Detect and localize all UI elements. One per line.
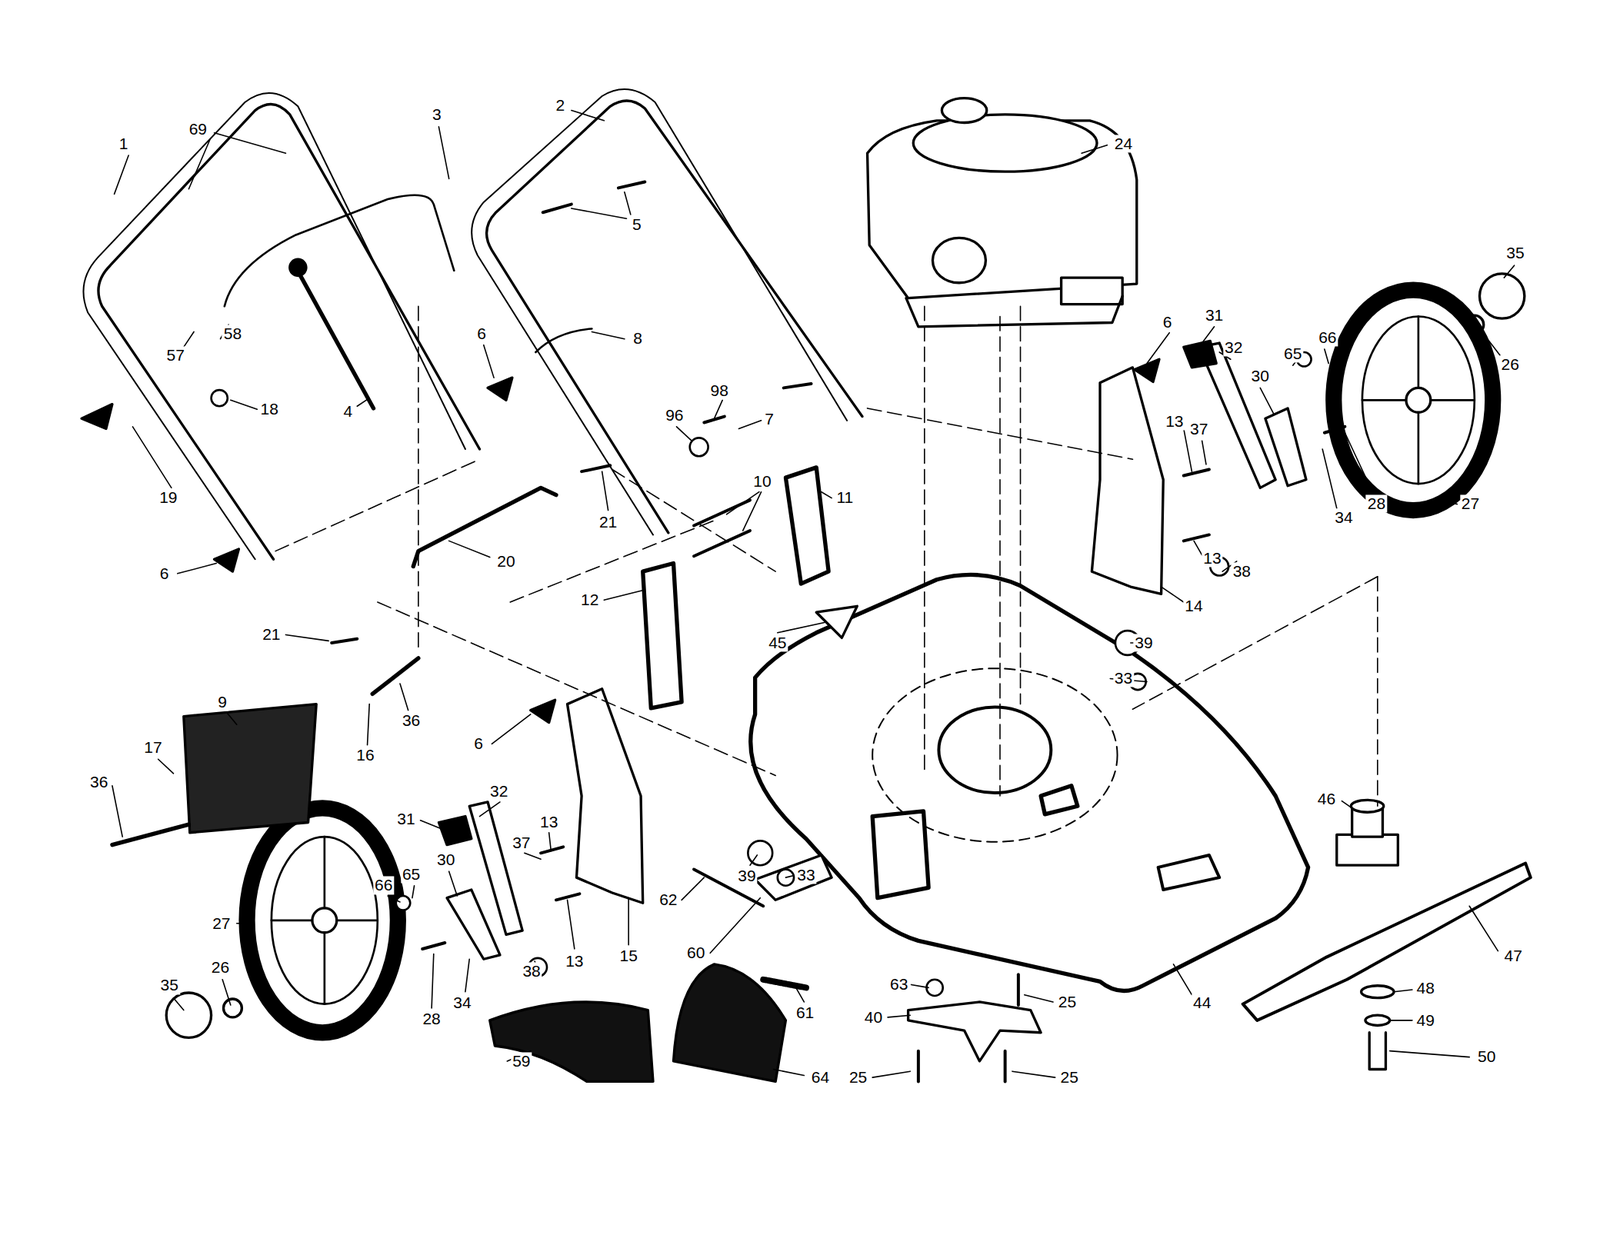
upper-handle xyxy=(486,100,863,534)
callout-number: 96 xyxy=(663,406,685,424)
callout-number: 40 xyxy=(863,1008,884,1027)
rear-flap xyxy=(183,704,317,834)
callout-number: 36 xyxy=(88,773,110,792)
callout-number: 27 xyxy=(210,914,232,933)
callout-number: 32 xyxy=(488,783,510,801)
lower-handle xyxy=(98,103,480,560)
callout-number: 65 xyxy=(1282,345,1304,364)
callout-number: 64 xyxy=(810,1068,831,1087)
callout-number: 31 xyxy=(1203,306,1225,324)
callout-number: 24 xyxy=(1113,134,1134,153)
discharge-cover xyxy=(673,964,787,1083)
callout-number: 62 xyxy=(657,890,679,909)
callout-number: 32 xyxy=(1223,339,1244,357)
callout-number: 48 xyxy=(1414,980,1436,998)
callout-number: 11 xyxy=(834,489,855,507)
callout-number: 25 xyxy=(1056,993,1078,1011)
callout-number: 6 xyxy=(475,324,488,343)
callout-number: 25 xyxy=(847,1068,869,1087)
callout-number: 16 xyxy=(354,746,376,764)
callout-number: 31 xyxy=(395,810,417,829)
callout-number: 1 xyxy=(117,134,130,153)
callout-number: 35 xyxy=(1504,243,1526,262)
callout-number: 15 xyxy=(617,946,639,965)
height-bracket xyxy=(1091,367,1164,594)
callout-number: 30 xyxy=(1250,367,1271,386)
blade xyxy=(1243,863,1531,1021)
callout-number: 3 xyxy=(430,105,444,124)
callout-number: 49 xyxy=(1414,1011,1436,1030)
mower-deck xyxy=(750,574,1309,991)
callout-number: 7 xyxy=(763,410,776,429)
callout-number: 2 xyxy=(553,96,567,114)
callout-number: 26 xyxy=(1500,355,1521,374)
callout-number: 21 xyxy=(597,513,619,532)
callout-number: 66 xyxy=(373,876,394,895)
callout-number: 5 xyxy=(630,215,644,234)
callout-number: 12 xyxy=(579,590,600,609)
callout-number: 36 xyxy=(400,711,422,730)
callout-number: 13 xyxy=(1163,412,1185,430)
callout-number: 98 xyxy=(709,382,730,400)
callout-number: 69 xyxy=(187,120,209,139)
callout-number: 6 xyxy=(158,564,171,583)
callout-number: 6 xyxy=(472,734,485,753)
callout-number: 47 xyxy=(1503,946,1524,965)
callout-number: 8 xyxy=(631,330,644,348)
height-bracket xyxy=(567,689,644,904)
callout-number: 10 xyxy=(751,473,773,491)
callout-number: 26 xyxy=(210,958,231,977)
callout-number: 34 xyxy=(451,993,473,1012)
callout-number: 28 xyxy=(1366,495,1387,514)
wheel xyxy=(246,808,398,1034)
callout-number: 17 xyxy=(142,739,164,757)
callout-number: 58 xyxy=(222,324,244,343)
callout-number: 37 xyxy=(1188,420,1210,439)
callout-number: 38 xyxy=(1231,562,1253,580)
callout-number: 33 xyxy=(1113,670,1134,688)
callout-number: 25 xyxy=(1059,1068,1080,1087)
callout-number: 28 xyxy=(420,1010,442,1029)
callout-number: 35 xyxy=(159,976,180,995)
callout-number: 60 xyxy=(685,943,707,962)
callout-number: 4 xyxy=(342,402,355,420)
callout-number: 57 xyxy=(164,346,186,364)
callout-number: 18 xyxy=(259,400,280,418)
callout-number: 20 xyxy=(495,552,517,570)
callout-number: 44 xyxy=(1191,993,1213,1012)
callout-number: 50 xyxy=(1476,1048,1497,1067)
wheel xyxy=(1333,290,1494,511)
callout-number: 65 xyxy=(400,865,422,884)
callout-number: 9 xyxy=(216,693,229,711)
callout-number: 13 xyxy=(1201,549,1223,567)
callout-number: 14 xyxy=(1183,596,1204,615)
callout-number: 19 xyxy=(157,489,179,507)
callout-number: 66 xyxy=(1316,329,1338,347)
callout-number: 30 xyxy=(435,851,457,870)
callout-number: 46 xyxy=(1316,790,1337,808)
callout-number: 38 xyxy=(520,962,542,980)
callout-number: 39 xyxy=(736,867,757,886)
callout-number: 59 xyxy=(510,1052,532,1070)
callout-number: 21 xyxy=(260,626,282,644)
callout-number: 34 xyxy=(1333,508,1354,527)
callout-number: 45 xyxy=(766,633,788,652)
callout-number: 61 xyxy=(794,1004,816,1023)
callout-number: 6 xyxy=(1161,313,1174,332)
callout-number: 27 xyxy=(1460,495,1481,514)
callout-number: 63 xyxy=(888,976,910,994)
callout-number: 13 xyxy=(538,813,560,832)
mulch-plug xyxy=(490,1002,654,1082)
callout-number: 33 xyxy=(795,866,817,885)
callout-number: 39 xyxy=(1133,633,1154,652)
callout-number: 37 xyxy=(510,833,532,852)
callout-number: 13 xyxy=(563,952,585,970)
